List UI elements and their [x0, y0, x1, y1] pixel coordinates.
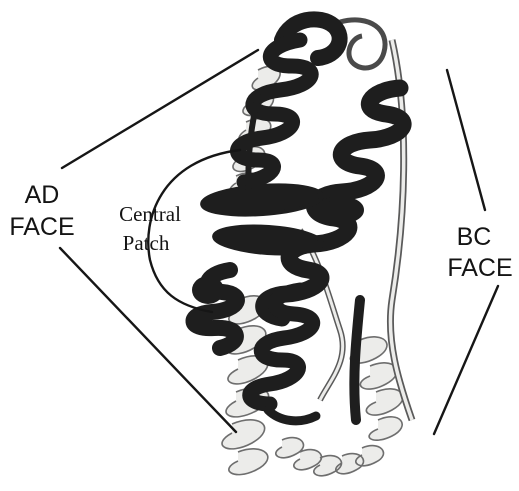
bc-face-lower-line	[434, 286, 498, 434]
dark-loop-bottom	[268, 410, 316, 421]
bc-face-label-line1: BC	[457, 223, 492, 251]
dark-blob-left-lower	[192, 276, 224, 304]
protein-ribbon-model	[192, 19, 412, 475]
light-helix-bottom	[276, 438, 384, 476]
ad-face-label-line1: AD	[25, 181, 60, 209]
central-patch-label-line1: Central	[119, 202, 181, 226]
central-patch-oval-upper	[201, 182, 323, 218]
bc-face-upper-line	[447, 70, 485, 210]
ad-face-label-line2: FACE	[9, 213, 74, 241]
central-patch-oval-right	[318, 198, 362, 222]
bc-face-label-line2: FACE	[447, 254, 512, 282]
central-patch-oval-middle	[213, 223, 323, 256]
central-patch-label-line2: Patch	[123, 231, 170, 255]
dark-strand-right-lower	[354, 300, 360, 420]
ad-face-upper-line	[62, 50, 258, 168]
